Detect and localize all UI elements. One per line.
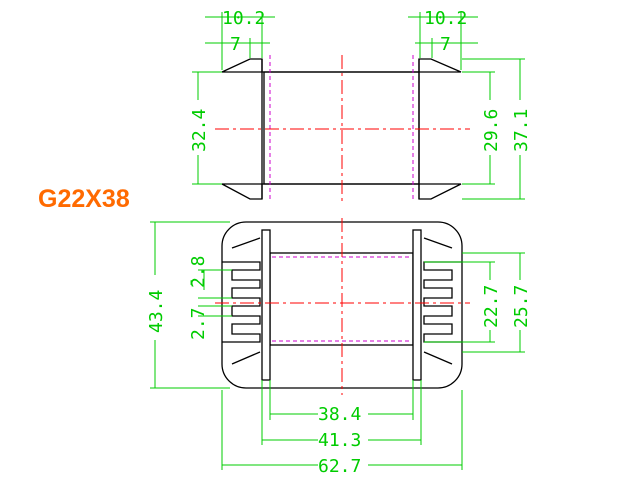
dim-window-right-inner: 22.7 bbox=[481, 285, 502, 328]
model-label: G22X38 bbox=[38, 185, 130, 213]
front-pin-comb-left bbox=[222, 261, 261, 343]
front-wall-right bbox=[412, 229, 422, 381]
dim-dash-separator: - bbox=[180, 277, 201, 288]
dim-top-flange-right: 10.2 bbox=[424, 8, 467, 29]
rib-tr bbox=[423, 237, 453, 249]
top-view bbox=[215, 55, 470, 205]
front-wall-left bbox=[261, 229, 271, 381]
dim-top-slot-left: 7 bbox=[230, 34, 241, 55]
front-pin-comb-right bbox=[423, 261, 462, 343]
front-view bbox=[215, 218, 470, 395]
dim-top-slot-right: 7 bbox=[440, 34, 451, 55]
dim-window-right-outer: 25.7 bbox=[511, 285, 532, 328]
dim-pin-pitch-a: 2.8 bbox=[188, 255, 209, 288]
dim-width-overall: 62.7 bbox=[318, 456, 361, 477]
rib-br bbox=[423, 351, 453, 365]
dim-width-inner: 38.4 bbox=[318, 404, 361, 425]
dim-width-mid: 41.3 bbox=[318, 430, 361, 451]
dim-side-inner-right: 29.6 bbox=[481, 109, 502, 152]
rib-tl bbox=[231, 237, 261, 249]
dim-side-height-left: 32.4 bbox=[189, 109, 210, 152]
dim-top-flange-left: 10.2 bbox=[222, 8, 265, 29]
rib-bl bbox=[231, 351, 261, 365]
dim-pin-pitch-b: 2.7 bbox=[188, 307, 209, 340]
dim-side-outer-right: 37.1 bbox=[511, 109, 532, 152]
dim-front-height-left: 43.4 bbox=[146, 290, 167, 333]
dimension-lines bbox=[150, 12, 525, 470]
dimension-labels: 10.2 10.2 7 7 32.4 29.6 37.1 43.4 2.8 - … bbox=[146, 8, 532, 477]
